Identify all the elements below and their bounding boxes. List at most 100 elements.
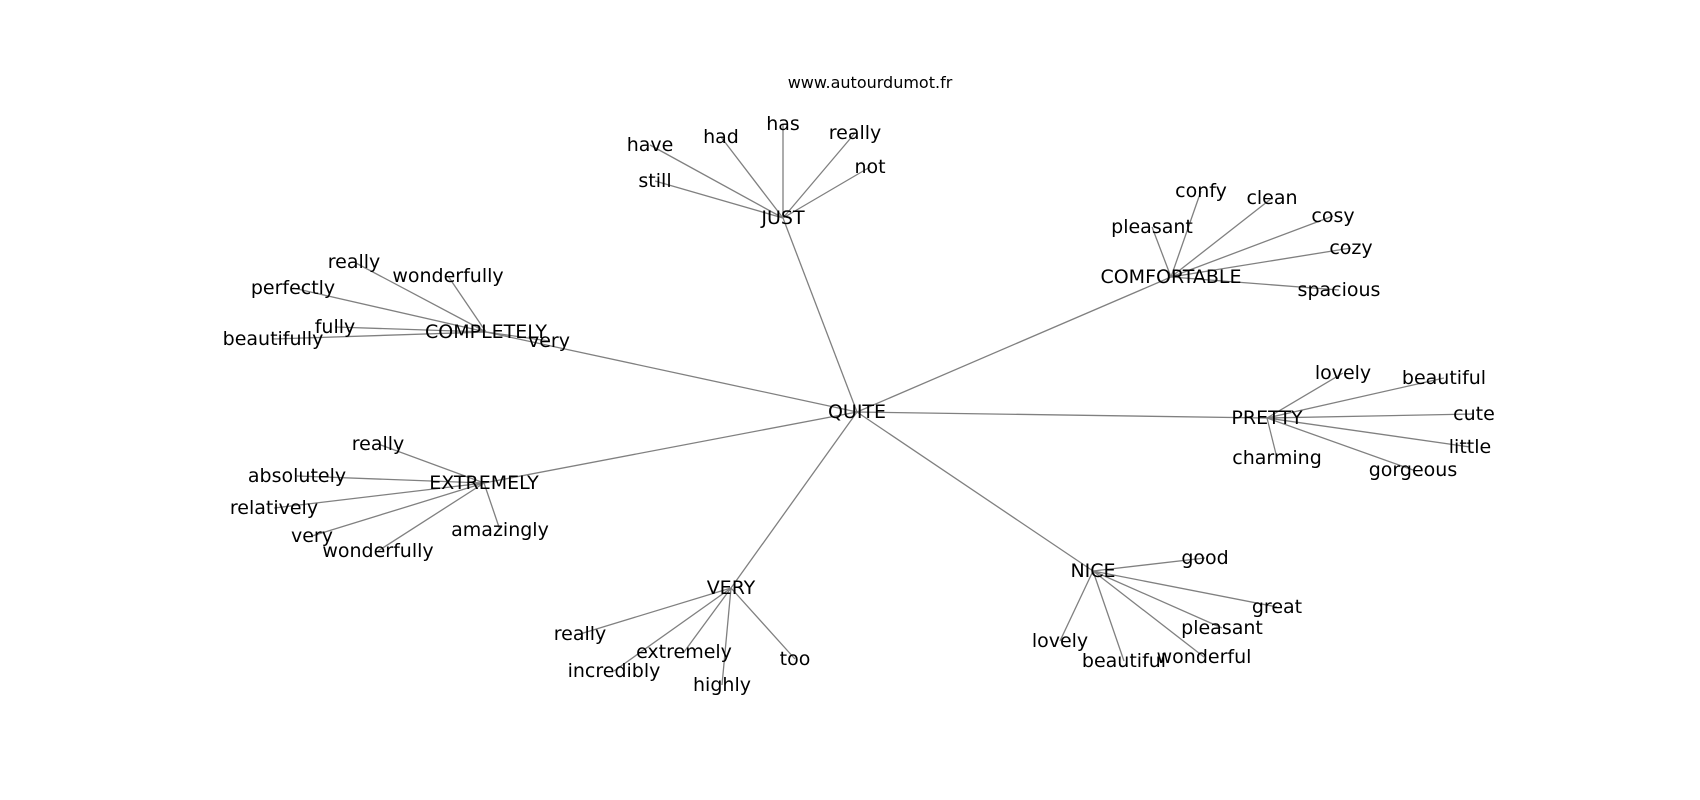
edge-very-too bbox=[730, 587, 796, 660]
edge-just-still bbox=[654, 180, 784, 219]
leaf-node-just-not: not bbox=[854, 156, 885, 178]
edge-completely-fully bbox=[334, 326, 487, 333]
edge-center-nice bbox=[856, 411, 1094, 572]
edge-extremely-relatively bbox=[273, 482, 485, 509]
edge-very-incredibly bbox=[613, 587, 732, 672]
leaf-node-pretty-little: little bbox=[1449, 436, 1491, 458]
edge-completely-very bbox=[485, 331, 550, 342]
edge-just-had bbox=[720, 136, 784, 219]
leaf-node-just-has: has bbox=[766, 113, 800, 135]
edge-completely-really bbox=[353, 261, 487, 333]
edge-comfortable-clean bbox=[1170, 197, 1273, 278]
leaf-node-completely-perfectly: perfectly bbox=[251, 277, 335, 299]
leaf-node-just-still: still bbox=[638, 170, 671, 192]
leaf-node-very-really: really bbox=[554, 623, 607, 645]
leaf-node-pretty-charming: charming bbox=[1232, 447, 1322, 469]
leaf-node-completely-wonderfully: wonderfully bbox=[392, 265, 503, 287]
edge-nice-lovely bbox=[1059, 570, 1094, 642]
hub-node-extremely: EXTREMELY bbox=[429, 472, 539, 494]
edge-pretty-little bbox=[1266, 417, 1471, 448]
edge-just-not bbox=[782, 166, 871, 219]
edge-comfortable-cosy bbox=[1170, 215, 1334, 278]
hub-node-completely: COMPLETELY bbox=[425, 321, 547, 343]
leaf-node-completely-fully: fully bbox=[315, 316, 356, 338]
leaf-node-nice-beautiful: beautiful bbox=[1082, 650, 1166, 672]
edge-nice-good bbox=[1092, 557, 1206, 572]
leaf-node-completely-beautifully: beautifully bbox=[223, 328, 324, 350]
leaf-node-pretty-cute: cute bbox=[1453, 403, 1495, 425]
leaf-node-comfortable-pleasant: pleasant bbox=[1111, 216, 1193, 238]
edge-just-really bbox=[782, 132, 856, 219]
leaf-node-extremely-really: really bbox=[352, 433, 405, 455]
edge-comfortable-spacious bbox=[1170, 276, 1340, 291]
labels: QUITE JUST have had has really not stillCOMFORT… bbox=[223, 113, 1495, 696]
leaf-node-comfortable-confy: confy bbox=[1175, 180, 1227, 202]
edge-pretty-charming bbox=[1266, 417, 1278, 459]
edge-completely-wonderfully bbox=[447, 275, 487, 333]
edge-comfortable-pleasant bbox=[1151, 226, 1172, 278]
hub-node-nice: NICE bbox=[1070, 560, 1115, 582]
edge-completely-perfectly bbox=[292, 287, 487, 333]
leaf-node-nice-great: great bbox=[1252, 596, 1302, 618]
edge-comfortable-cozy bbox=[1170, 247, 1352, 278]
leaf-node-nice-lovely: lovely bbox=[1032, 630, 1088, 652]
leaf-node-very-highly: highly bbox=[693, 674, 751, 696]
center-node: QUITE bbox=[828, 401, 886, 423]
leaf-node-nice-good: good bbox=[1181, 547, 1228, 569]
edge-pretty-beautiful bbox=[1266, 377, 1445, 419]
edge-extremely-really bbox=[377, 443, 485, 484]
edge-just-have bbox=[649, 144, 784, 219]
leaf-node-extremely-wonderfully: wonderfully bbox=[322, 540, 433, 562]
hub-node-pretty: PRETTY bbox=[1231, 407, 1303, 429]
edge-pretty-lovely bbox=[1266, 372, 1344, 419]
leaf-node-very-extremely: extremely bbox=[636, 641, 732, 663]
edge-pretty-gorgeous bbox=[1266, 417, 1414, 471]
leaf-node-extremely-relatively: relatively bbox=[230, 497, 318, 519]
edge-center-very bbox=[730, 411, 858, 589]
edge-center-pretty bbox=[856, 411, 1268, 419]
leaf-node-pretty-lovely: lovely bbox=[1315, 362, 1371, 384]
edge-pretty-cute bbox=[1266, 413, 1475, 419]
edge-center-extremely bbox=[483, 411, 858, 484]
edge-very-highly bbox=[721, 587, 732, 686]
leaf-node-very-incredibly: incredibly bbox=[568, 660, 661, 682]
edge-extremely-wonderfully bbox=[377, 482, 485, 552]
leaf-node-completely-really: really bbox=[328, 251, 381, 273]
edge-center-completely bbox=[485, 331, 858, 413]
leaf-node-pretty-beautiful: beautiful bbox=[1402, 367, 1486, 389]
leaf-node-just-really: really bbox=[829, 122, 882, 144]
leaf-node-just-had: had bbox=[703, 126, 739, 148]
leaf-node-extremely-absolutely: absolutely bbox=[248, 465, 346, 487]
leaf-node-nice-wonderful: wonderful bbox=[1157, 646, 1252, 668]
hub-node-comfortable: COMFORTABLE bbox=[1100, 266, 1241, 288]
hub-node-very: VERY bbox=[707, 577, 756, 599]
edge-completely-beautifully bbox=[272, 331, 487, 340]
hub-node-just: JUST bbox=[760, 207, 805, 229]
source-watermark: www.autourdumot.fr bbox=[788, 73, 953, 92]
edge-nice-wonderful bbox=[1092, 570, 1205, 658]
leaf-node-pretty-gorgeous: gorgeous bbox=[1369, 459, 1457, 481]
leaf-node-comfortable-clean: clean bbox=[1246, 187, 1297, 209]
leaf-node-extremely-amazingly: amazingly bbox=[451, 519, 549, 541]
edge-extremely-absolutely bbox=[296, 475, 485, 484]
edge-very-extremely bbox=[683, 587, 732, 653]
edges bbox=[272, 124, 1475, 686]
edge-nice-great bbox=[1092, 570, 1278, 608]
leaf-node-comfortable-spacious: spacious bbox=[1298, 279, 1381, 301]
leaf-node-just-have: have bbox=[627, 134, 674, 156]
edge-center-comfortable bbox=[856, 276, 1172, 413]
leaf-node-nice-pleasant: pleasant bbox=[1181, 617, 1263, 639]
leaf-node-comfortable-cozy: cozy bbox=[1329, 237, 1372, 259]
edge-comfortable-confy bbox=[1170, 190, 1202, 278]
leaf-node-extremely-very: very bbox=[291, 525, 333, 547]
edge-nice-beautiful bbox=[1092, 570, 1125, 662]
edge-center-just bbox=[782, 217, 858, 413]
edge-very-really bbox=[579, 587, 732, 635]
edge-extremely-very bbox=[311, 482, 485, 537]
edge-extremely-amazingly bbox=[483, 482, 501, 531]
edge-nice-pleasant bbox=[1092, 570, 1223, 629]
leaf-node-comfortable-cosy: cosy bbox=[1311, 205, 1354, 227]
leaf-node-completely-very: very bbox=[528, 330, 570, 352]
leaf-node-very-too: too bbox=[780, 648, 811, 670]
